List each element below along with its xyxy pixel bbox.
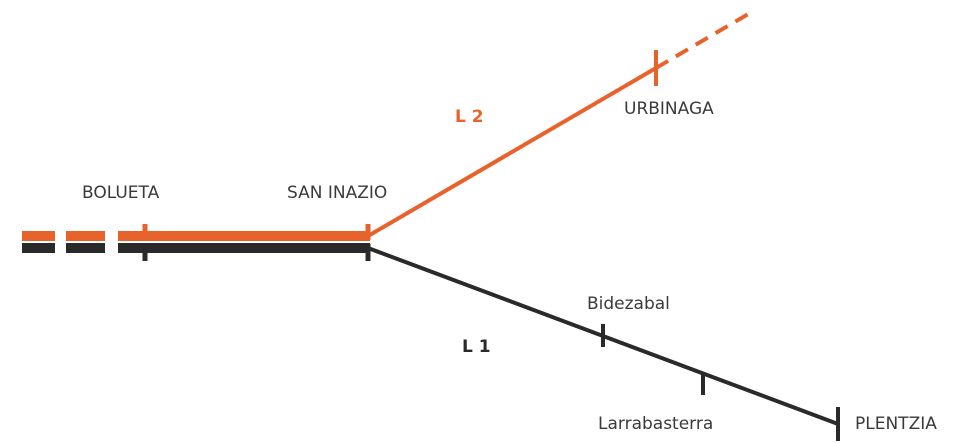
line-label-l1: L 1 bbox=[462, 337, 491, 357]
station-label-bidezabal: Bidezabal bbox=[587, 294, 670, 314]
station-label-san-inazio: SAN INAZIO bbox=[287, 183, 387, 203]
station-label-plentzia: PLENTZIA bbox=[855, 414, 937, 434]
station-label-larrabasterra: Larrabasterra bbox=[598, 414, 713, 434]
line-label-l2: L 2 bbox=[455, 107, 484, 127]
station-label-urbinaga: URBINAGA bbox=[624, 99, 714, 119]
line-l2-branch bbox=[366, 66, 658, 238]
station-label-bolueta: BOLUETA bbox=[82, 183, 160, 203]
line-l2-extension-dashed bbox=[654, 11, 752, 70]
